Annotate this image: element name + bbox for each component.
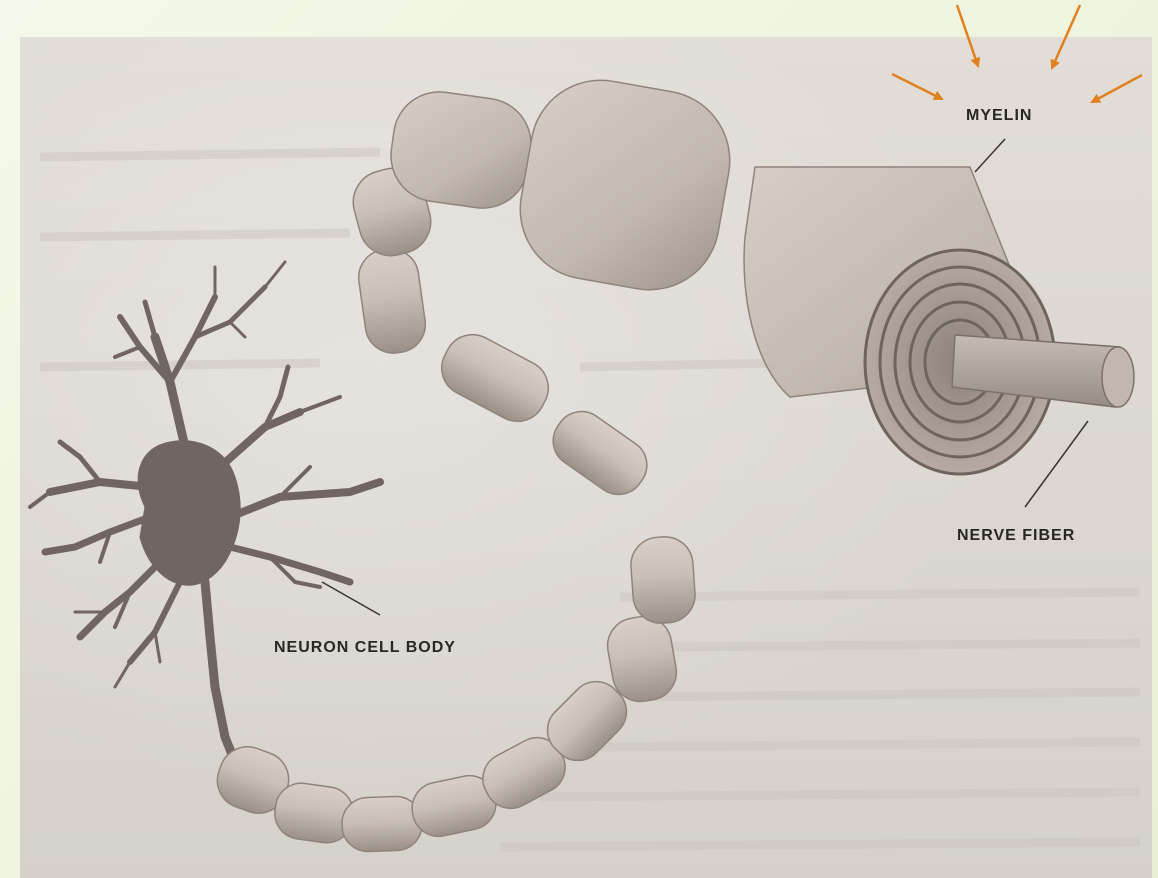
orange-arrow-icon (892, 74, 942, 99)
orange-arrow-icon (1092, 75, 1142, 102)
orange-arrow-icon (957, 5, 978, 66)
orange-arrow-icon (1052, 5, 1080, 68)
